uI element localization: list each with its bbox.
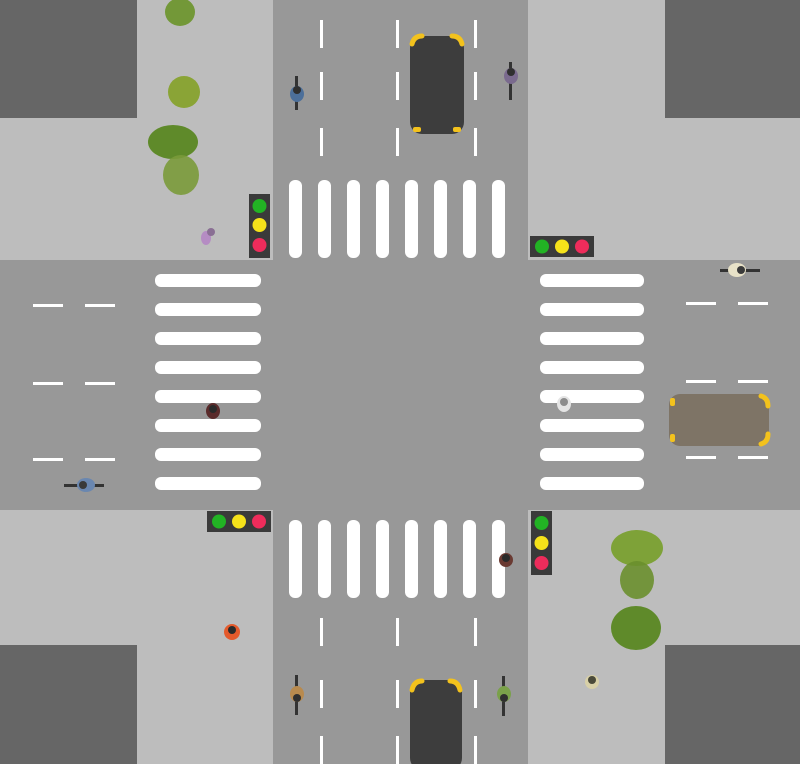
north-west-signal: [249, 194, 270, 258]
lane-markings: [33, 20, 768, 764]
cyclist-west-road: [64, 478, 104, 492]
crosswalk-north: [289, 180, 505, 258]
tree-se-1: [611, 530, 663, 566]
pedestrian-nw-sidewalk: [201, 228, 215, 245]
tree-nw-4: [163, 155, 199, 195]
car-south-lane: [409, 678, 463, 764]
crosswalk-east: [540, 274, 644, 490]
north-east-signal: [530, 236, 594, 257]
pedestrian-south-crosswalk: [499, 553, 513, 567]
south-west-signal: [207, 511, 271, 532]
building-ne: [665, 0, 800, 118]
tree-se-2: [620, 561, 654, 599]
pedestrian-se-sidewalk: [585, 675, 599, 689]
signal-lamp-red: [252, 514, 266, 529]
tree-se-3: [611, 606, 661, 650]
signal-lamp-yellow: [252, 218, 267, 232]
cyclist-east-road: [720, 263, 760, 277]
crosswalk-west: [155, 274, 261, 490]
signal-lamp-green: [535, 239, 549, 254]
signal-lamp-red: [252, 238, 267, 252]
south-east-signal: [531, 511, 552, 575]
pedestrian-west-crosswalk: [206, 403, 220, 419]
cyclist-north-right: [504, 62, 518, 100]
cyclist-north-left: [290, 76, 304, 110]
tree-nw-1: [165, 0, 195, 26]
signal-lamp-red: [534, 556, 549, 570]
tree-nw-3: [148, 125, 198, 159]
cyclist-south-right: [497, 676, 511, 716]
signal-lamp-green: [212, 514, 226, 529]
building-nw: [0, 0, 137, 118]
cyclist-south-left: [290, 675, 304, 715]
car-north-lane: [409, 33, 465, 134]
signal-lamp-yellow: [555, 239, 569, 254]
pedestrian-sw-sidewalk: [224, 624, 240, 640]
signal-lamp-red: [575, 239, 589, 254]
signal-lamp-green: [534, 516, 549, 530]
tree-nw-2: [168, 76, 200, 108]
building-se: [665, 645, 800, 764]
car-east-lane: [669, 393, 771, 447]
signal-lamp-yellow: [232, 514, 246, 529]
trees: [148, 0, 663, 650]
signal-lamp-yellow: [534, 536, 549, 550]
signal-lamp-green: [252, 199, 267, 213]
pedestrian-east-crosswalk: [557, 396, 571, 412]
building-sw: [0, 645, 137, 764]
crosswalk-south: [289, 520, 505, 598]
